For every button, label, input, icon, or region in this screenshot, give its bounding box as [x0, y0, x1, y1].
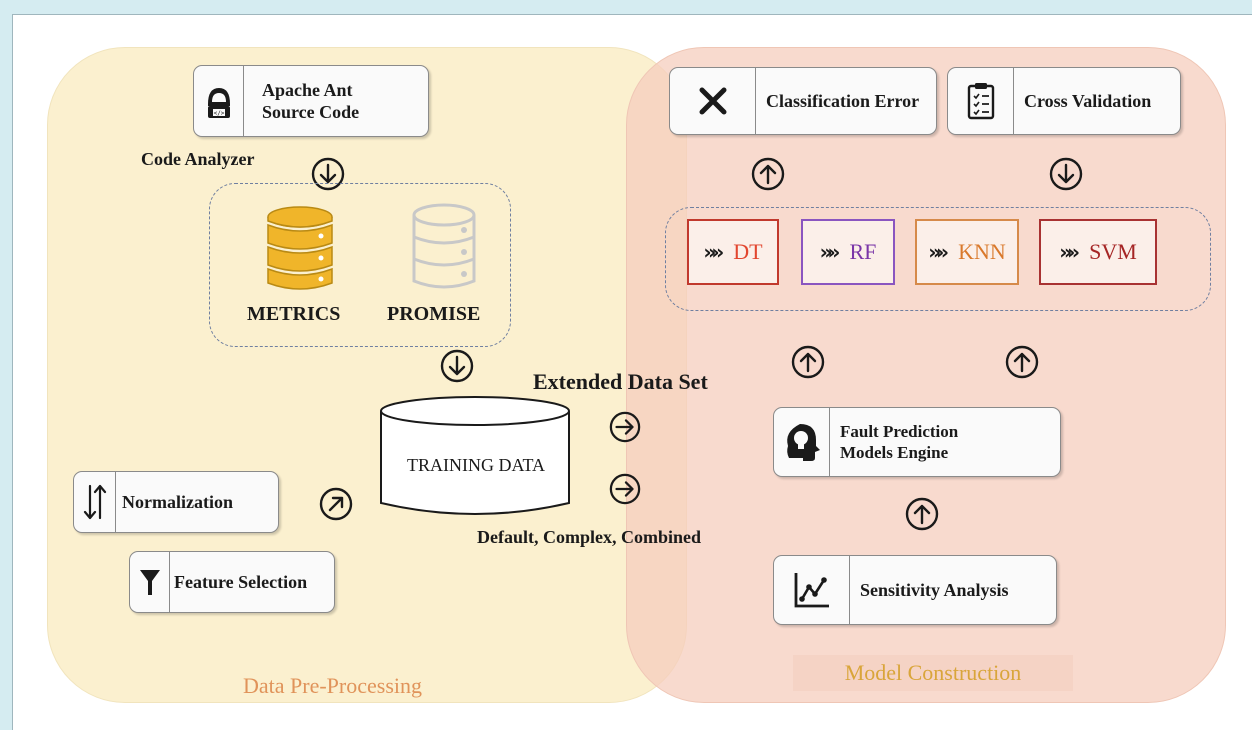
close-x-icon — [670, 68, 756, 134]
arrow-right-circle-icon — [609, 473, 641, 505]
arrow-up-circle-icon — [751, 157, 785, 191]
arrow-diagonal-circle-icon — [319, 487, 353, 521]
model-svm-box: »» SVM — [1039, 219, 1157, 285]
arrow-up-circle-icon — [791, 345, 825, 379]
head-bulb-icon — [774, 408, 830, 476]
chart-line-icon — [774, 556, 850, 624]
fault-prediction-engine-label: Fault Prediction Models Engine — [840, 421, 959, 462]
metrics-database-icon — [267, 206, 333, 290]
sensitivity-analysis-box: Sensitivity Analysis — [773, 555, 1057, 625]
normalization-label: Normalization — [122, 491, 233, 512]
sort-arrows-icon — [74, 472, 116, 532]
arrow-down-circle-icon — [1049, 157, 1083, 191]
model-dt-box: »» DT — [687, 219, 779, 285]
source-code-label: Apache Ant Source Code — [262, 79, 360, 123]
model-dt-label: DT — [733, 239, 763, 264]
database-group — [209, 183, 511, 347]
training-data-label: TRAINING DATA — [406, 455, 546, 475]
cross-validation-box: Cross Validation — [947, 67, 1181, 135]
user-code-icon: </> — [194, 66, 244, 136]
model-svm-label: SVM — [1089, 239, 1137, 264]
chevrons-right-icon: »» — [928, 240, 949, 264]
diagram-canvas: Data Pre-Processing Model Construction <… — [12, 14, 1252, 730]
extended-data-set-label: Extended Data Set — [533, 369, 708, 394]
fault-prediction-engine-box: Fault Prediction Models Engine — [773, 407, 1061, 477]
model-knn-label: KNN — [958, 239, 1006, 264]
model-rf-label: RF — [849, 239, 877, 264]
arrow-right-circle-icon — [609, 411, 641, 443]
code-analyzer-label: Code Analyzer — [141, 149, 255, 169]
arrow-up-circle-icon — [905, 497, 939, 531]
classification-error-box: Classification Error — [669, 67, 937, 135]
arrow-up-circle-icon — [1005, 345, 1039, 379]
chevrons-right-icon: »» — [703, 240, 724, 264]
model-construction-title: Model Construction — [793, 655, 1073, 691]
filter-icon — [130, 552, 170, 612]
dataset-kinds-label: Default, Complex, Combined — [477, 527, 701, 547]
arrow-down-circle-icon — [440, 349, 474, 383]
chevrons-right-icon: »» — [819, 240, 841, 264]
source-code-box: </> Apache Ant Source Code — [193, 65, 429, 137]
sensitivity-analysis-label: Sensitivity Analysis — [860, 579, 1009, 600]
feature-selection-label: Feature Selection — [174, 571, 308, 592]
promise-database-icon — [412, 203, 476, 289]
model-knn-box: »» KNN — [915, 219, 1019, 285]
normalization-box: Normalization — [73, 471, 279, 533]
data-preprocessing-title: Data Pre-Processing — [243, 673, 423, 698]
clipboard-icon — [948, 68, 1014, 134]
metrics-label: METRICS — [247, 303, 341, 325]
model-rf-box: »» RF — [801, 219, 895, 285]
models-group — [665, 207, 1211, 311]
chevrons-right-icon: »» — [1059, 240, 1080, 264]
promise-label: PROMISE — [387, 303, 481, 325]
classification-error-label: Classification Error — [766, 90, 920, 111]
training-data-cylinder — [380, 396, 570, 515]
feature-selection-box: Feature Selection — [129, 551, 335, 613]
svg-text:</>: </> — [213, 110, 224, 117]
arrow-down-circle-icon — [311, 157, 345, 191]
cross-validation-label: Cross Validation — [1024, 90, 1152, 111]
